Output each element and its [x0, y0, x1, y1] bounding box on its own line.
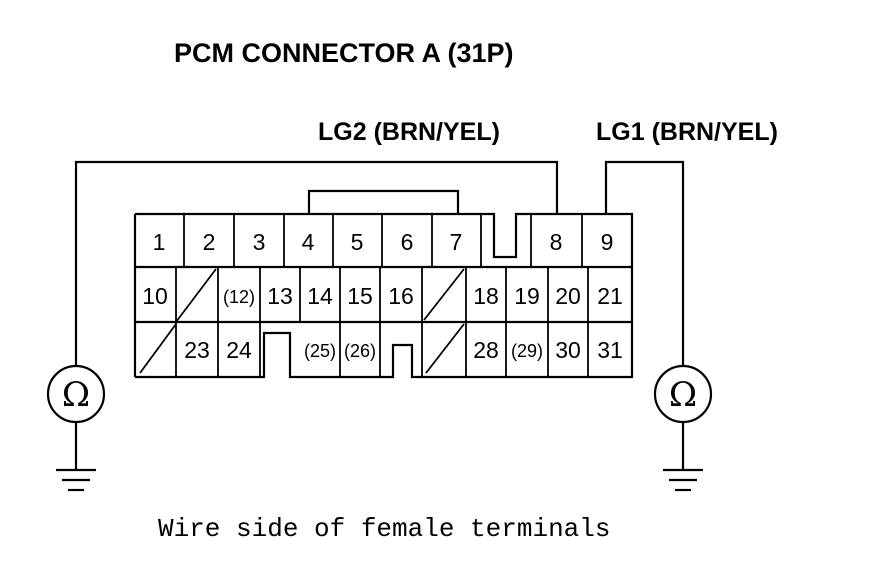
- pin-26: (26): [344, 341, 376, 361]
- pin-18: 18: [473, 283, 499, 309]
- pin-8: 8: [550, 229, 563, 255]
- ohm-symbol: Ω: [669, 375, 697, 415]
- pin-19: 19: [514, 283, 540, 309]
- ohmmeter-icon: Ω: [653, 364, 713, 424]
- pin-30: 30: [555, 337, 581, 363]
- lg2-label: LG2 (BRN/YEL): [318, 118, 500, 146]
- pin-25: (25): [304, 341, 336, 361]
- pin-16: 16: [388, 283, 414, 309]
- pin-row-2: 10 (12) 13 14 15 16 18 19 20 21: [142, 283, 623, 309]
- pin-15: 15: [347, 283, 373, 309]
- pin-21: 21: [597, 283, 623, 309]
- ground-icon: [663, 422, 703, 492]
- pin-29: (29): [511, 341, 543, 361]
- caption: Wire side of female terminals: [158, 514, 610, 544]
- pin-14: 14: [307, 283, 333, 309]
- pin-2: 2: [203, 229, 216, 255]
- pin-row-1: 1 2 3 4 5 6 7 8 9: [153, 229, 614, 255]
- pin-12: (12): [223, 287, 255, 307]
- pin-10: 10: [142, 283, 168, 309]
- pin-9: 9: [601, 229, 614, 255]
- pin-20: 20: [555, 283, 581, 309]
- pin-13: 13: [267, 283, 293, 309]
- ground-icon: [56, 422, 96, 492]
- pin-4: 4: [302, 229, 315, 255]
- pin-5: 5: [351, 229, 364, 255]
- lg2-probe-wire: [74, 160, 559, 366]
- pin-23: 23: [184, 337, 210, 363]
- pin-row-3: 23 24 (25) (26) 28 (29) 30 31: [184, 337, 623, 363]
- ohm-symbol: Ω: [62, 375, 90, 415]
- pin-28: 28: [473, 337, 499, 363]
- pin-7: 7: [450, 229, 463, 255]
- diagram-title: PCM CONNECTOR A (31P): [174, 38, 514, 68]
- pin-24: 24: [226, 337, 252, 363]
- pin-31: 31: [597, 337, 623, 363]
- pin-3: 3: [253, 229, 266, 255]
- lg1-probe-wire: [604, 160, 685, 366]
- ohmmeter-icon: Ω: [46, 364, 106, 424]
- connector-body: [133, 189, 634, 379]
- pin-1: 1: [153, 229, 166, 255]
- lg1-label: LG1 (BRN/YEL): [596, 118, 778, 146]
- pin-6: 6: [401, 229, 414, 255]
